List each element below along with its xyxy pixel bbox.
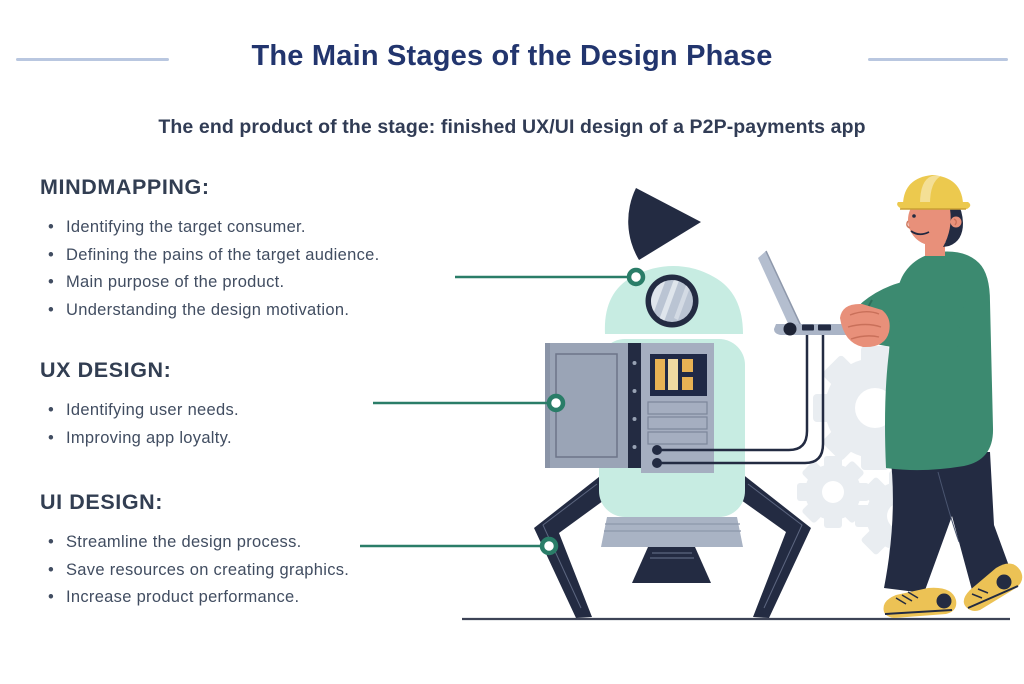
robot-control-panel bbox=[641, 343, 714, 473]
connector-markers bbox=[539, 267, 646, 556]
engineer-face bbox=[908, 194, 958, 246]
hard-hat-icon bbox=[897, 175, 971, 210]
engineer-sweater bbox=[885, 251, 994, 471]
connector-dot-ui bbox=[539, 536, 559, 556]
page-title: The Main Stages of the Design Phase bbox=[251, 40, 773, 72]
robot-icon bbox=[534, 188, 825, 618]
engineer-figure bbox=[758, 175, 1023, 618]
bullet-item: Increase product performance. bbox=[48, 584, 349, 612]
title-rule-right bbox=[868, 58, 1008, 61]
bullet-item: Identifying the target consumer. bbox=[48, 214, 379, 242]
robot-head bbox=[604, 266, 743, 334]
section-ui-design: UI DESIGN: Streamline the design process… bbox=[40, 490, 349, 612]
connector-dot-mindmapping bbox=[626, 267, 646, 287]
laptop-icon bbox=[758, 250, 886, 336]
connector-lines bbox=[360, 275, 629, 548]
robot-legs bbox=[534, 473, 811, 618]
gear-icon bbox=[797, 346, 945, 561]
title-rule-left bbox=[16, 58, 169, 61]
section-heading: MINDMAPPING: bbox=[40, 175, 210, 199]
robot-antenna-fan bbox=[628, 188, 701, 260]
bullet-list: Streamline the design process. Save reso… bbox=[48, 529, 349, 612]
engineer-pants bbox=[884, 452, 1013, 593]
robot-cables bbox=[657, 333, 825, 465]
bullet-list: Identifying user needs. Improving app lo… bbox=[48, 397, 239, 452]
engineer-hair bbox=[940, 191, 963, 247]
robot-porthole bbox=[645, 274, 699, 328]
robot-skirt bbox=[601, 517, 743, 547]
shoe-icon bbox=[963, 563, 1023, 611]
section-heading: UI DESIGN: bbox=[40, 490, 164, 514]
bullet-item: Identifying user needs. bbox=[48, 397, 239, 425]
engineer-ear bbox=[950, 216, 962, 228]
bullet-item: Main purpose of the product. bbox=[48, 269, 379, 297]
bullet-item: Improving app loyalty. bbox=[48, 425, 239, 453]
section-heading: UX DESIGN: bbox=[40, 358, 172, 382]
engineer-arm bbox=[856, 278, 966, 350]
robot-pedestal bbox=[632, 547, 711, 583]
page-subtitle: The end product of the stage: finished U… bbox=[158, 116, 866, 138]
engineer-hand bbox=[840, 303, 890, 348]
shoe-icon bbox=[883, 587, 957, 618]
connector-dot-ux bbox=[546, 393, 566, 413]
bullet-list: Identifying the target consumer. Definin… bbox=[48, 214, 379, 324]
bullet-item: Save resources on creating graphics. bbox=[48, 557, 349, 585]
robot-body bbox=[599, 339, 745, 517]
robot-door-hinge bbox=[628, 343, 641, 468]
bullet-item: Defining the pains of the target audienc… bbox=[48, 242, 379, 270]
bullet-item: Streamline the design process. bbox=[48, 529, 349, 557]
section-ux-design: UX DESIGN: Identifying user needs. Impro… bbox=[40, 358, 239, 452]
section-mindmapping: MINDMAPPING: Identifying the target cons… bbox=[40, 175, 379, 324]
bullet-item: Understanding the design motivation. bbox=[48, 297, 379, 325]
robot-open-door bbox=[545, 343, 628, 468]
